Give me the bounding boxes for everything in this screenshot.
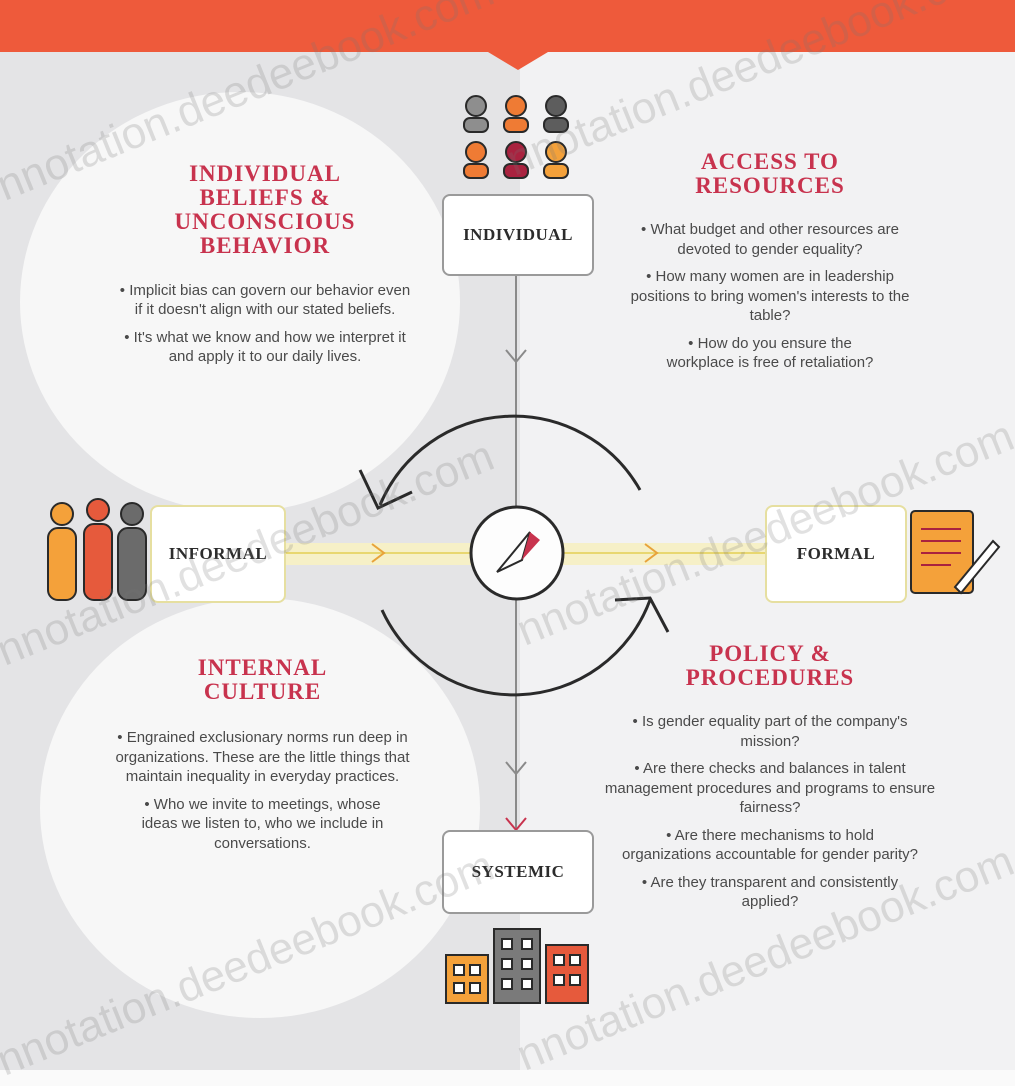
compass-icon [469, 505, 565, 601]
down-arrow-top [505, 349, 527, 364]
heading-line: POLICY & [709, 641, 831, 666]
quadrant-policy-procedures: POLICY & PROCEDURES • Is gender equality… [595, 641, 945, 920]
heading-line: UNCONSCIOUS [174, 209, 356, 235]
quadrant-access-to-resources: ACCESS TO RESOURCES • What budget and ot… [625, 149, 915, 381]
axis-label-individual: INDIVIDUAL [442, 194, 594, 276]
quadrant-individual-beliefs: INDIVIDUAL BELIEFS & UNCONSCIOUS BEHAVIO… [100, 161, 430, 375]
axis-label-formal: FORMAL [765, 505, 907, 603]
bullet-point: • It's what we know and how we interpret… [124, 328, 406, 366]
bullet-point: • Are they transparent and consistently … [641, 873, 899, 911]
circular-arrow-bottom-head [614, 596, 670, 633]
right-arrow-right [644, 543, 659, 563]
quadrant-internal-culture: INTERNAL CULTURE • Engrained exclusionar… [95, 655, 430, 861]
bullet-point: • Who we invite to meetings, whose ideas… [141, 795, 384, 852]
heading-line: CULTURE [203, 679, 322, 705]
quadrant-heading: INTERNAL CULTURE [95, 655, 430, 705]
bullet-point: • What budget and other resources are de… [641, 221, 899, 258]
circular-arrow-bottom [380, 599, 652, 697]
bottom-left-bubble [40, 598, 480, 1018]
heading-line: BELIEFS & [199, 185, 331, 211]
bullet-point: • How do you ensure the workplace is fre… [666, 334, 874, 372]
right-arrow-left [371, 543, 386, 563]
bullet-point: • Engrained exclusionary norms run deep … [115, 729, 410, 786]
people-grid-icon [463, 95, 569, 179]
quadrant-heading: INDIVIDUAL BELIEFS & UNCONSCIOUS BEHAVIO… [100, 161, 430, 259]
heading-line: PROCEDURES [685, 665, 855, 691]
scroll-pen-icon [910, 510, 1001, 595]
top-left-bubble [20, 92, 460, 512]
bullet-point: • How many women are in leadership posit… [630, 268, 910, 325]
heading-line: INTERNAL [197, 655, 328, 680]
bullet-point: • Are there checks and balances in talen… [604, 760, 936, 817]
quadrant-heading: POLICY & PROCEDURES [595, 641, 945, 691]
quadrant-heading: ACCESS TO RESOURCES [625, 149, 915, 199]
heading-line: INDIVIDUAL [189, 161, 341, 186]
buildings-icon [445, 928, 589, 1004]
bullet-point: • Is gender equality part of the company… [632, 713, 908, 750]
heading-line: ACCESS TO [701, 149, 839, 174]
down-arrow-bottom [505, 761, 527, 776]
bullet-point: • Are there mechanisms to hold organizat… [621, 826, 919, 864]
header-notch [488, 40, 548, 70]
axis-label-informal: INFORMAL [150, 505, 286, 603]
circular-arrow-top-head [358, 469, 413, 510]
axis-label-systemic: SYSTEMIC [442, 830, 594, 914]
heading-line: BEHAVIOR [199, 233, 331, 259]
circular-arrow-top [378, 414, 642, 506]
heading-line: RESOURCES [695, 173, 845, 199]
group-of-people-icon [47, 498, 147, 601]
bullet-point: • Implicit bias can govern our behavior … [119, 281, 411, 319]
